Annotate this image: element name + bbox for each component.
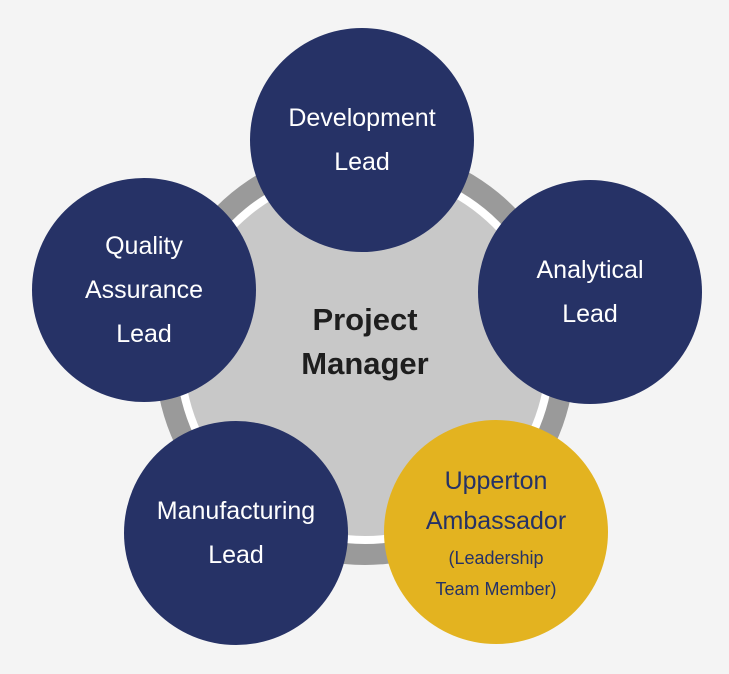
ambassador-subtitle-line-1: (Leadership [448, 548, 544, 568]
analytical-lead-line-1: Analytical [536, 256, 644, 284]
manufacturing-lead-line-1: Manufacturing [156, 497, 316, 525]
project-manager-label: Project Manager [235, 298, 495, 386]
quality-assurance-line-1: Quality [105, 232, 183, 260]
upperton-ambassador-node: Upperton Ambassador (Leadership Team Mem… [384, 420, 608, 644]
analytical-lead-line-2: Lead [562, 300, 618, 328]
development-lead-node: Development Lead [250, 28, 474, 252]
center-line-1: Project [312, 302, 418, 337]
quality-assurance-lead-node: Quality Assurance Lead [32, 178, 256, 402]
development-lead-line-2: Lead [334, 148, 390, 176]
quality-assurance-line-3: Lead [116, 320, 172, 348]
analytical-lead-node: Analytical Lead [478, 180, 702, 404]
ambassador-line-2: Ambassador [425, 507, 567, 535]
manufacturing-lead-line-2: Lead [208, 541, 264, 569]
quality-assurance-line-2: Assurance [84, 276, 204, 304]
manufacturing-lead-node: Manufacturing Lead [124, 421, 348, 645]
ambassador-subtitle-line-2: Team Member) [435, 579, 557, 599]
center-line-2: Manager [301, 346, 429, 381]
development-lead-line-1: Development [288, 104, 436, 132]
ambassador-line-1: Upperton [444, 467, 548, 495]
